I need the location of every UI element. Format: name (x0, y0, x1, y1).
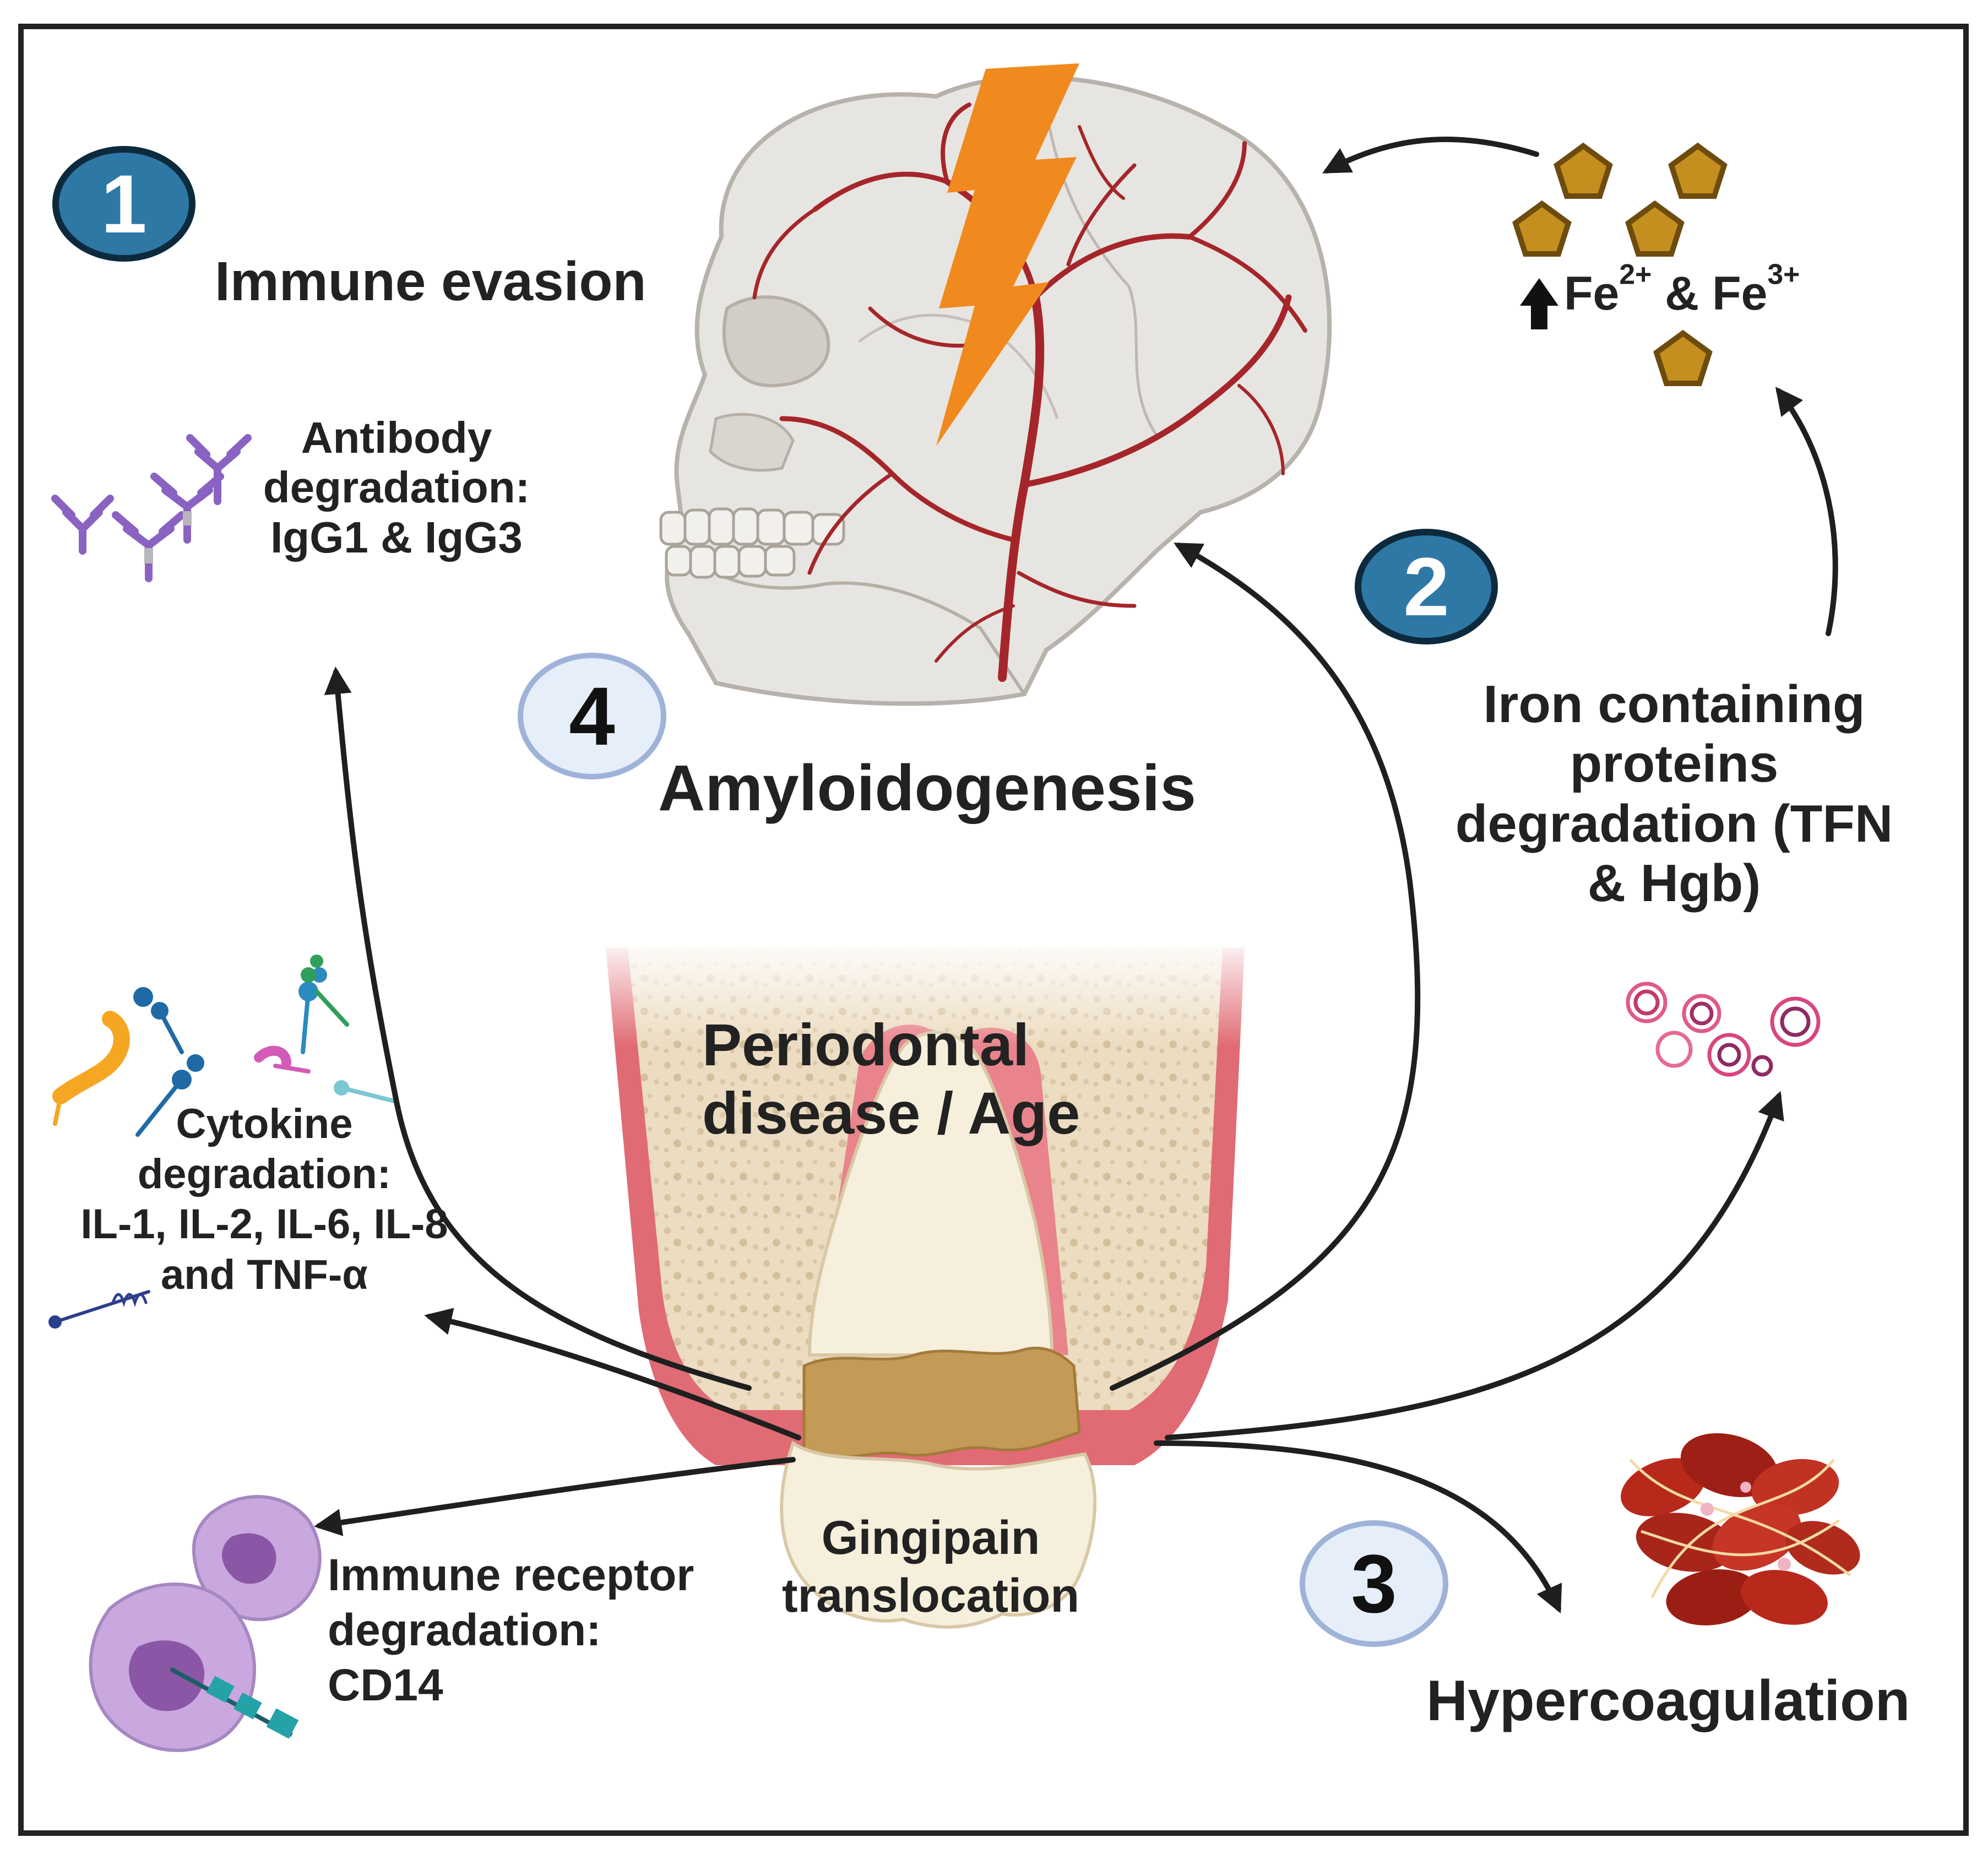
step-badge-3: 3 (1300, 1520, 1448, 1647)
step-badge-1: 1 (52, 146, 195, 262)
pathway-arrows (314, 136, 1838, 1614)
label-gingipain-translocation: Gingipain translocation (738, 1509, 1123, 1625)
label-antibody-degradation: Antibody degradation: IgG1 & IgG3 (220, 413, 573, 562)
label-line: proteins (1569, 734, 1779, 794)
label-periodontal-disease: Periodontal disease / Age (702, 1011, 1080, 1147)
label-line: Periodontal (702, 1011, 1030, 1078)
label-line: Antibody (301, 413, 492, 462)
label-line: Gingipain (821, 1511, 1040, 1564)
arrow-to-receptor (314, 1457, 796, 1536)
blood-clot-icon (1621, 1433, 1860, 1625)
step-badge-4: 4 (518, 653, 666, 779)
label-line: degradation: (328, 1605, 601, 1656)
lightning-bolt-icon (936, 63, 1079, 446)
label-fe-and: & Fe (1652, 267, 1768, 320)
antibody-icon (144, 511, 192, 563)
label-hypercoagulation: Hypercoagulation (1426, 1669, 1910, 1733)
arrow-to-protein (1165, 1091, 1784, 1440)
label-line: & Hgb) (1587, 854, 1761, 913)
up-arrow-icon (1520, 278, 1558, 329)
label-line: CD14 (328, 1660, 443, 1711)
label-line: degradation: (263, 463, 530, 512)
diagram-frame (18, 24, 1969, 1836)
label-immune-evasion: Immune evasion (215, 251, 647, 312)
label-line: and TNF-α (161, 1251, 368, 1298)
label-cytokine-degradation: Cytokine degradation: IL-1, IL-2, IL-6, … (39, 1099, 490, 1300)
label-line: degradation: (137, 1151, 392, 1198)
label-fe: Fe (1564, 267, 1620, 320)
label-line: Immune receptor (328, 1550, 694, 1600)
label-line: IgG1 & IgG3 (270, 512, 523, 562)
arrow-to-antibody (324, 666, 752, 1391)
label-line: translocation (782, 1569, 1079, 1622)
label-iron-protein-degradation: Iron containing proteins degradation (TF… (1388, 675, 1960, 914)
label-line: disease / Age (702, 1080, 1080, 1147)
immune-cell-icon (89, 1495, 322, 1752)
label-line: IL-1, IL-2, IL-6, IL-8 (80, 1201, 448, 1248)
tooth-icon (606, 947, 1245, 1629)
label-fe-charge-2: 3+ (1767, 258, 1800, 290)
arrow-iron-up (1775, 387, 1838, 636)
label-amyloidogenesis: Amyloidogenesis (658, 752, 1197, 825)
label-fe-charge-1: 2+ (1619, 258, 1652, 290)
label-iron-ions: Fe2+ & Fe3+ (1564, 260, 1800, 321)
cytokine-icon (48, 955, 399, 1329)
label-line: Cytokine (176, 1101, 353, 1147)
arrow-to-clot (1154, 1440, 1562, 1614)
label-immune-receptor-degradation: Immune receptor degradation: CD14 (328, 1548, 694, 1713)
step-badge-2: 2 (1355, 529, 1498, 644)
arrow-to-amyloid (1110, 543, 1421, 1391)
arrow-iron-to-brain (1322, 136, 1539, 174)
label-line: degradation (TFN (1455, 794, 1893, 853)
protein-icon (1626, 982, 1821, 1077)
arrow-to-cytokine (424, 1308, 801, 1440)
label-line: Iron containing (1483, 675, 1865, 734)
iron-ion-icon (1512, 142, 1728, 386)
